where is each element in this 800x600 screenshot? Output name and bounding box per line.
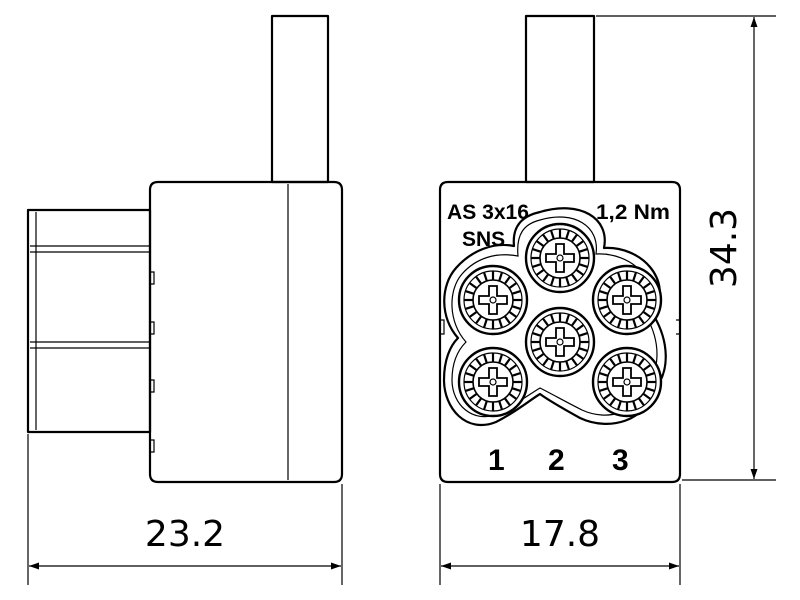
dimension-width: 17.8 xyxy=(439,484,681,585)
depth-value: 23.2 xyxy=(145,514,225,555)
terminal-label-3: 3 xyxy=(612,444,629,477)
front-view-pin xyxy=(524,14,596,184)
side-view xyxy=(26,14,344,484)
screw-terminal xyxy=(524,306,596,378)
screw-terminal xyxy=(457,264,529,336)
terminal-screws xyxy=(457,222,663,418)
type-marking: AS 3x16 xyxy=(447,201,529,224)
side-view-pin xyxy=(270,14,330,184)
dimension-height: 34.3 xyxy=(596,15,776,481)
torque-marking: 1,2 Nm xyxy=(596,201,670,224)
height-value: 34.3 xyxy=(704,208,745,288)
front-view-side-notches xyxy=(440,319,681,335)
width-value: 17.8 xyxy=(520,514,600,555)
terminal-label-2: 2 xyxy=(548,444,565,477)
screw-terminal xyxy=(591,264,663,336)
side-view-connector xyxy=(26,208,152,434)
screw-terminal xyxy=(524,222,596,294)
front-view-body xyxy=(438,180,682,484)
screw-terminal xyxy=(591,346,663,418)
series-marking: SNS xyxy=(462,228,505,251)
terminal-housing-outline xyxy=(442,207,667,427)
front-view: AS 3x16 SNS 1,2 Nm 1 2 3 xyxy=(438,14,682,484)
side-view-body xyxy=(148,180,344,484)
dimension-depth: 23.2 xyxy=(27,434,343,585)
screw-terminal xyxy=(457,346,529,418)
side-view-notches xyxy=(150,271,155,453)
terminal-label-1: 1 xyxy=(488,444,505,477)
